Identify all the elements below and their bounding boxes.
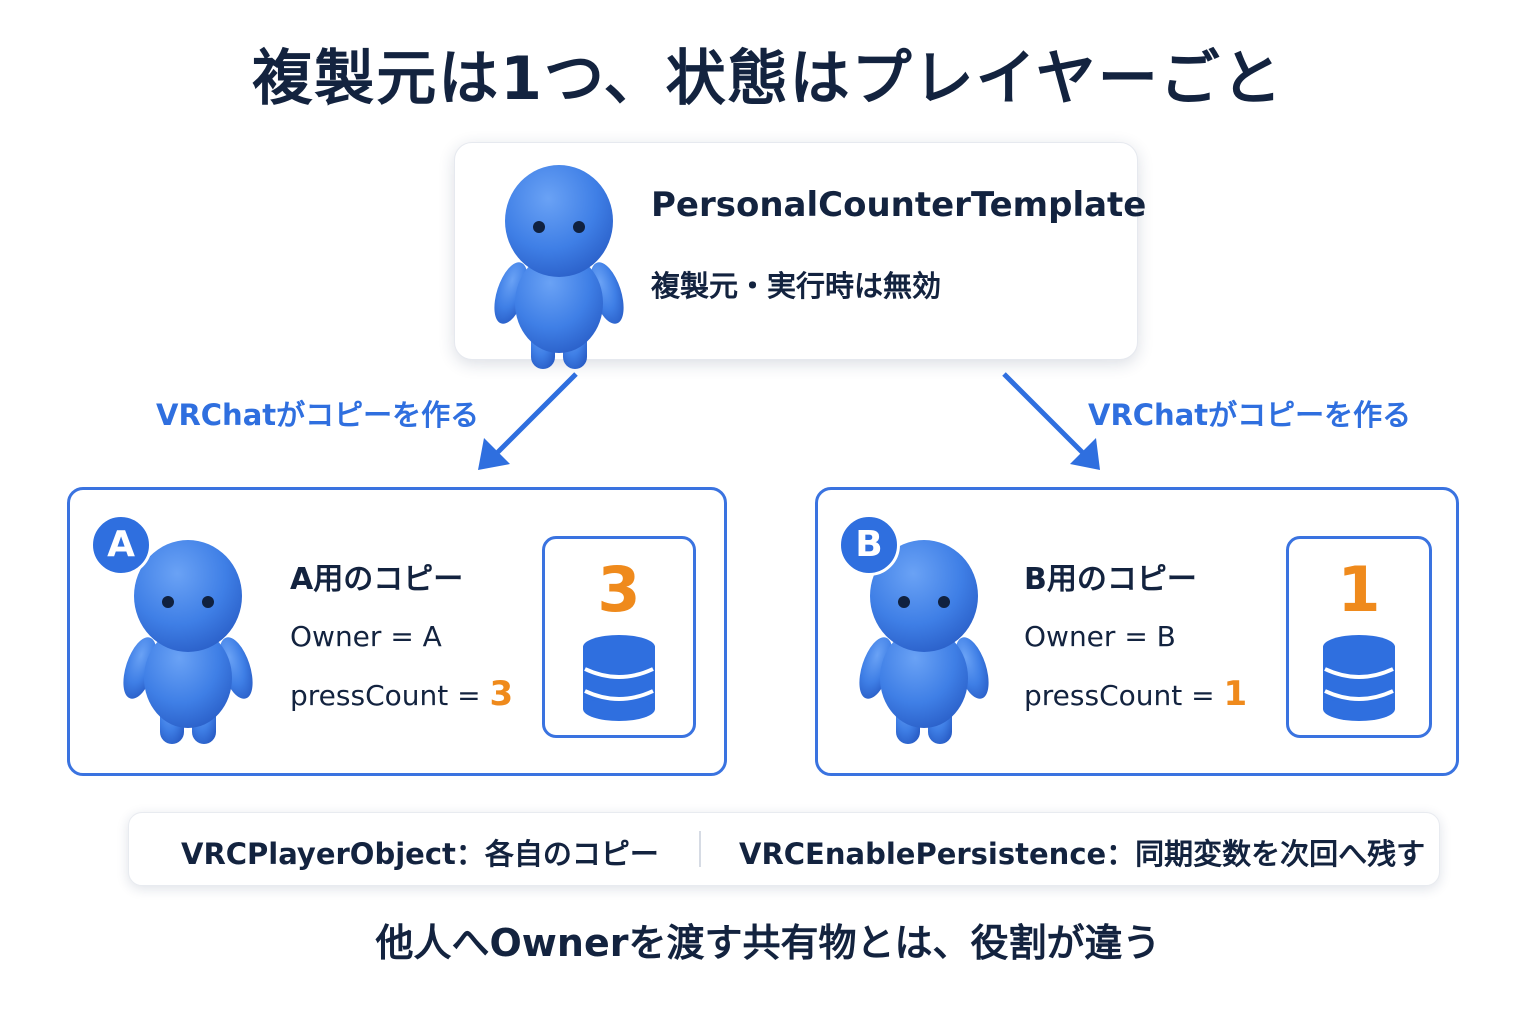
copy-count-a: pressCount = 3 [290,674,513,714]
arrow-down-right-icon [1002,372,1100,470]
copy-title-b: B用のコピー [1024,562,1197,597]
template-avatar-figure-icon [493,165,625,369]
player-badge-b: B [838,514,900,576]
info-player-object: VRCPlayerObject：各自のコピー [181,837,659,871]
arrow-down-left-icon [478,372,578,470]
info-divider [699,831,701,867]
storage-box-b: 1 [1286,536,1432,738]
template-name: PersonalCounterTemplate [651,185,1147,225]
info-bar: VRCPlayerObject：各自のコピー VRCEnablePersiste… [128,812,1440,886]
store-value-b: 1 [1337,553,1381,626]
arrow-label-right: VRChatがコピーを作る [1088,398,1412,432]
info-persistence: VRCEnablePersistence：同期変数を次回へ残す [739,837,1426,871]
copy-owner-a: Owner = A [290,620,442,653]
arrow-label-left: VRChatがコピーを作る [156,398,480,432]
storage-box-a: 3 [542,536,696,738]
count-label-b: pressCount = [1024,679,1224,712]
copy-card-b: B B用のコピー Owner = B pressCount = 1 1 [815,487,1459,776]
player-badge-a: A [90,514,152,576]
count-value-a: 3 [489,674,514,714]
template-card: PersonalCounterTemplate 複製元・実行時は無効 [454,142,1146,369]
copy-count-b: pressCount = 1 [1024,674,1247,714]
database-icon [1321,635,1397,723]
player-a-avatar-figure-icon [122,540,254,744]
copy-card-a: A A用のコピー Owner = A pressCount = 3 3 [67,487,727,776]
count-value-b: 1 [1223,674,1248,714]
store-value-a: 3 [597,553,641,626]
database-icon [581,635,657,723]
page-title: 複製元は1つ、状態はプレイヤーごと [252,44,1284,114]
template-description: 複製元・実行時は無効 [651,269,942,303]
count-label-a: pressCount = [290,679,490,712]
copy-title-a: A用のコピー [290,562,464,597]
footer-caption: 他人へOwnerを渡す共有物とは、役割が違う [375,921,1161,965]
copy-owner-b: Owner = B [1024,620,1176,653]
